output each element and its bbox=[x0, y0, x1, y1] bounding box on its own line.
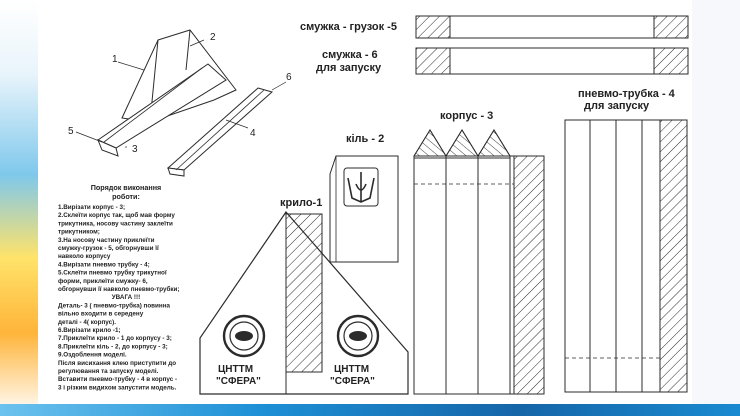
slide-frame-right-margin bbox=[692, 0, 740, 416]
sfera-logo-left bbox=[222, 314, 266, 358]
instruction-line: 5.Склеїти пневмо трубку трикутної bbox=[58, 269, 167, 277]
instruction-line: вільно входити в середену bbox=[58, 310, 144, 318]
assembly-label-1: 1 bbox=[112, 54, 118, 65]
instruction-line: 1.Вирізати корпус - 3; bbox=[58, 203, 125, 211]
strip-launch-label-1: смужка - 6 bbox=[322, 49, 378, 61]
assembly-label-3: 3 bbox=[132, 144, 138, 155]
instructions-title-2: роботи: bbox=[112, 192, 140, 201]
assembly-label-4: 4 bbox=[250, 128, 256, 139]
assembly-label-6: 6 bbox=[286, 72, 292, 83]
fin-kil-2 bbox=[329, 155, 399, 263]
instruction-line: 9.Оздоблення моделі. bbox=[58, 351, 127, 359]
tube-label-2: для запуску bbox=[584, 100, 650, 112]
strip-load-5 bbox=[415, 15, 689, 39]
instruction-line: Після висихання клею приступити до bbox=[58, 359, 176, 367]
instruction-line: регулювання та запуску моделі. bbox=[58, 367, 159, 375]
instructions-lines: 1.Вирізати корпус - 3;2.Склеїти корпус т… bbox=[58, 203, 180, 391]
assembly-label-5: 5 bbox=[68, 126, 74, 137]
instruction-line: смужку-грузок - 5, обгорнувши її bbox=[58, 244, 159, 252]
instruction-line: навколо корпусу bbox=[58, 253, 111, 260]
body-label: корпус - 3 bbox=[440, 110, 493, 122]
tube-label-1: пневмо-трубка - 4 bbox=[578, 88, 676, 100]
body-korpus-3 bbox=[413, 129, 545, 395]
instruction-line: трикутником; bbox=[58, 229, 100, 236]
instruction-line: 3.На носову частину приклеїти bbox=[58, 237, 155, 244]
instruction-line: УВАГА !!! bbox=[112, 294, 140, 301]
instructions-block: Порядок виконання роботи: 1.Вирізати кор… bbox=[58, 183, 180, 391]
strip-load-label: смужка - грузок -5 bbox=[300, 21, 397, 33]
assembly-sketch bbox=[75, 29, 287, 177]
wing-label: крило-1 bbox=[280, 197, 322, 209]
pneumo-tube-4 bbox=[564, 119, 688, 393]
assembly-label-2: 2 bbox=[210, 32, 216, 43]
instruction-line: деталі - 4( корпус). bbox=[58, 318, 116, 326]
fin-label: кіль - 2 bbox=[346, 133, 384, 145]
instructions-title-1: Порядок виконання bbox=[91, 183, 162, 192]
instruction-line: трикутника, носову частину заклеїти bbox=[58, 220, 173, 227]
strip-launch-label-2: для запуску bbox=[316, 62, 382, 74]
instruction-line: 6.Вирізати крило -1; bbox=[58, 326, 121, 334]
sfera-logo-right bbox=[336, 314, 380, 358]
instruction-line: 8.Приклеїти кіль - 2, до корпусу - 3; bbox=[58, 342, 168, 350]
instruction-line: обгорнувши її навколо пневмо-трубки; bbox=[58, 285, 180, 293]
trident-emblem bbox=[343, 167, 379, 207]
instruction-line: 7.Приклеїти крило - 1 до корпусу - 3; bbox=[58, 335, 172, 342]
instruction-line: Вставити пневмо-трубку - 4 в корпус - bbox=[58, 375, 177, 383]
assembly-nose-shape bbox=[97, 139, 119, 157]
slide-frame-left-decoration bbox=[0, 0, 38, 416]
slide-frame-bottom-bar bbox=[0, 404, 740, 416]
logo-text-right-1: ЦНТТМ bbox=[334, 364, 369, 375]
strip-launch-6 bbox=[415, 47, 689, 75]
logo-text-right-2: "СФЕРА" bbox=[330, 376, 375, 387]
instruction-line: 4.Вирізати пневмо трубку - 4; bbox=[58, 260, 150, 268]
instruction-line: Деталь- 3 ( пневмо-трубка) повинна bbox=[58, 301, 171, 309]
logo-text-left-1: ЦНТТМ bbox=[218, 364, 253, 375]
instruction-line: 2.Склеїти корпус так, щоб мав форму bbox=[58, 211, 175, 219]
instruction-line: 3 і різким видихом запустити модель. bbox=[58, 383, 177, 391]
logo-text-left-2: "СФЕРА" bbox=[216, 376, 261, 387]
instruction-line: форми, приклеїти смужку- 6, bbox=[58, 278, 148, 285]
